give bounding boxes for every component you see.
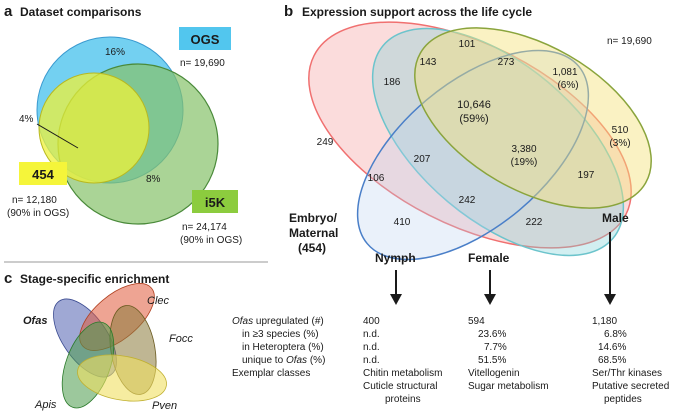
region-1081: 1,081	[552, 67, 577, 78]
apis-label: Apis	[34, 399, 57, 411]
row-exemplar-label: Exemplar classes	[232, 368, 310, 379]
panel-c-letter: c	[4, 270, 12, 287]
row-heteroptera-male: 14.6%	[598, 342, 626, 353]
region-3380-pct: (19%)	[511, 157, 538, 168]
row-heteroptera-label: in Heteroptera (%)	[242, 342, 324, 353]
row-unique-male: 68.5%	[598, 355, 626, 366]
row-upregulated-male: 1,180	[592, 316, 617, 327]
row-exemplar-nymph: Chitin metabolism	[363, 368, 442, 379]
region-207: 207	[414, 154, 431, 165]
row-unique-nymph: n.d.	[363, 355, 380, 366]
row-exemplar2-female: Sugar metabolism	[468, 381, 549, 392]
summary-table: Ofas upregulated (#) 400 594 1,180 in ≥3…	[232, 316, 669, 405]
male-label: Male	[602, 211, 629, 225]
male-ellipse	[414, 27, 652, 209]
panel-c: c Stage-specific enrichment Ofas Clec Fo…	[4, 270, 193, 412]
454-ogs-pct: (90% in OGS)	[7, 208, 69, 219]
row-3species-nymph: n.d.	[363, 329, 380, 340]
row-upregulated-label: Ofas upregulated (#)	[232, 316, 324, 327]
region-197: 197	[578, 170, 595, 181]
region-242: 242	[459, 195, 476, 206]
panel-b-title: Expression support across the life cycle	[302, 5, 532, 19]
region-1081-pct: (6%)	[557, 80, 578, 91]
region-3380: 3,380	[511, 144, 536, 155]
row-exemplar3-nymph: proteins	[385, 394, 421, 405]
row-heteroptera-nymph: n.d.	[363, 342, 380, 353]
row-exemplar-male: Ser/Thr kinases	[592, 368, 662, 379]
row-exemplar2-male: Putative secreted	[592, 381, 669, 392]
row-exemplar3-male: peptides	[604, 394, 642, 405]
row-3species-male: 6.8%	[604, 329, 627, 340]
454-pointer-line	[36, 123, 79, 149]
nymph-label: Nymph	[375, 251, 416, 265]
region-249: 249	[317, 137, 334, 148]
embryo-label-line1: Embryo/	[289, 211, 338, 225]
embryo-label-line2: Maternal	[289, 226, 338, 240]
region-222: 222	[526, 217, 543, 228]
i5k-badge	[192, 190, 238, 213]
454-count: n= 12,180	[12, 195, 57, 206]
male-arrow	[604, 232, 616, 305]
454-only-pct: 4%	[19, 114, 34, 125]
panel-a: a Dataset comparisons 16% 4% 8% OGS n= 1…	[4, 3, 242, 246]
row-upregulated-nymph: 400	[363, 316, 380, 327]
row-3species-female: 23.6%	[478, 329, 506, 340]
panel-b-letter: b	[284, 3, 293, 20]
focc-label: Focc	[169, 333, 193, 345]
454-badge-label: 454	[32, 167, 54, 182]
embryo-label-line3: (454)	[298, 241, 326, 255]
region-410: 410	[394, 217, 411, 228]
row-exemplar2-nymph: Cuticle structural	[363, 381, 437, 392]
nymph-ellipse	[356, 49, 590, 261]
region-10646-pct: (59%)	[459, 113, 488, 125]
ogs-badge-label: OGS	[191, 32, 220, 47]
region-143: 143	[420, 57, 437, 68]
female-ellipse	[371, 27, 625, 257]
i5k-only-pct: 8%	[146, 174, 161, 185]
region-510: 510	[612, 125, 629, 136]
row-3species-label: in ≥3 species (%)	[242, 329, 319, 340]
ogs-count: n= 19,690	[180, 58, 225, 69]
ogs-badge	[179, 27, 231, 50]
i5k-badge-label: i5K	[205, 195, 226, 210]
row-unique-female: 51.5%	[478, 355, 506, 366]
region-510-pct: (3%)	[609, 138, 630, 149]
panel-c-title: Stage-specific enrichment	[20, 272, 169, 286]
female-arrow	[484, 270, 496, 305]
i5k-ogs-pct: (90% in OGS)	[180, 235, 242, 246]
panel-a-letter: a	[4, 3, 13, 20]
row-upregulated-female: 594	[468, 316, 485, 327]
454-badge	[19, 162, 67, 185]
row-unique-label: unique to Ofas (%)	[242, 355, 325, 366]
454-circle	[38, 72, 150, 184]
clec-label: Clec	[147, 295, 170, 307]
ogs-only-pct: 16%	[105, 47, 125, 58]
region-106: 106	[368, 173, 385, 184]
total-count: n= 19,690	[607, 36, 652, 47]
region-186: 186	[384, 77, 401, 88]
female-label: Female	[468, 251, 510, 265]
region-101: 101	[459, 39, 476, 50]
i5k-count: n= 24,174	[182, 222, 227, 233]
row-heteroptera-female: 7.7%	[484, 342, 507, 353]
pven-label: Pven	[152, 400, 177, 412]
nymph-arrow	[390, 270, 402, 305]
pven-petal	[77, 354, 167, 402]
region-10646: 10,646	[457, 99, 491, 111]
panel-b: b Expression support across the life cyc…	[284, 3, 652, 305]
region-273: 273	[498, 57, 515, 68]
row-exemplar-female: Vitellogenin	[468, 368, 520, 379]
ofas-label: Ofas	[23, 315, 47, 327]
panel-a-title: Dataset comparisons	[20, 5, 142, 19]
